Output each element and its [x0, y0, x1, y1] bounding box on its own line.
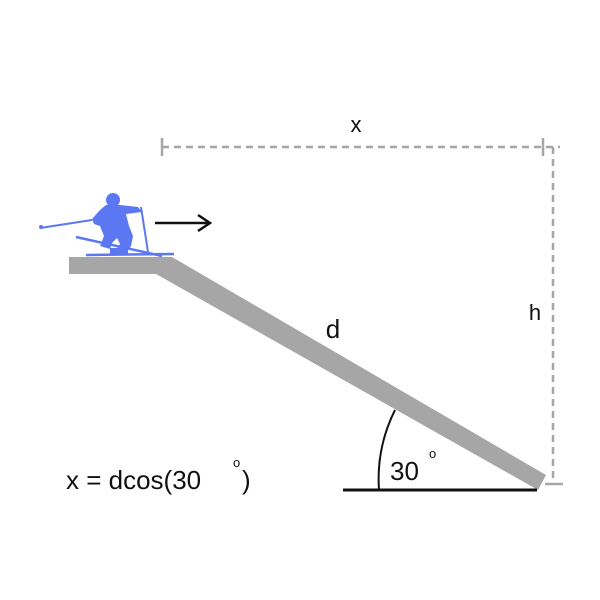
angle-value: 30: [390, 456, 419, 486]
h-label: h: [529, 300, 541, 325]
angle-arc: [377, 409, 396, 491]
x-label: x: [351, 112, 362, 137]
formula: x = dcos(30 o ): [66, 455, 251, 495]
arrow-right-icon: [155, 213, 213, 233]
formula-degree-symbol: o: [233, 455, 240, 470]
formula-close-paren: ): [242, 465, 251, 495]
ski-slope: [156, 257, 546, 490]
x-dimension: [160, 138, 560, 156]
d-label: d: [326, 314, 340, 344]
start-platform: [69, 257, 161, 274]
skier-icon: [39, 193, 175, 258]
h-dimension: [545, 147, 563, 486]
formula-main: x = dcos(30: [66, 465, 201, 495]
angle-degree-symbol: o: [429, 446, 436, 461]
